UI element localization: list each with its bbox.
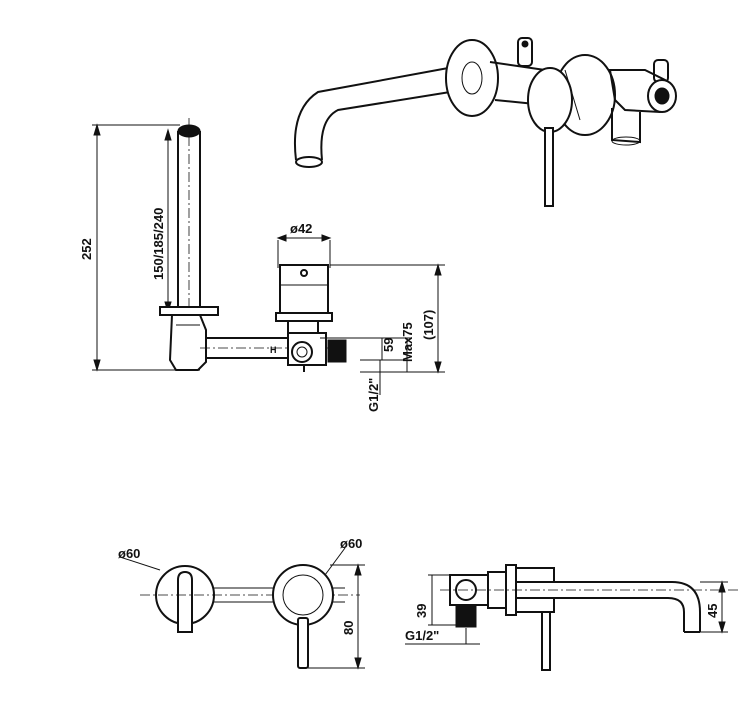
dim-spout-lengths: 150/185/240 xyxy=(151,208,166,280)
dim-total-height: 252 xyxy=(79,238,94,260)
svg-text:H: H xyxy=(270,345,277,355)
front-elevation: ø60 ø60 80 xyxy=(118,536,365,670)
dim-plate-left: ø60 xyxy=(118,546,140,561)
dim-body-diameter: ø42 xyxy=(290,221,312,236)
dim-plate-height: 80 xyxy=(341,621,356,635)
dim-plate-right: ø60 xyxy=(340,536,362,551)
side-elevation: 252 150/185/240 H ø42 xyxy=(79,118,445,412)
dim-body-height: (107) xyxy=(421,310,436,340)
dim-thread-side: G1/2" xyxy=(366,378,381,412)
dim-spout-drop: 45 xyxy=(705,604,720,618)
dim-offset: 59 xyxy=(381,338,396,352)
dim-thread-plan: G1/2" xyxy=(405,628,439,643)
dim-max-offset: Max75 xyxy=(400,322,415,362)
perspective-view xyxy=(294,37,677,207)
dim-inlet-height: 39 xyxy=(414,604,429,618)
plan-view: 45 39 G1/2" xyxy=(405,564,740,671)
